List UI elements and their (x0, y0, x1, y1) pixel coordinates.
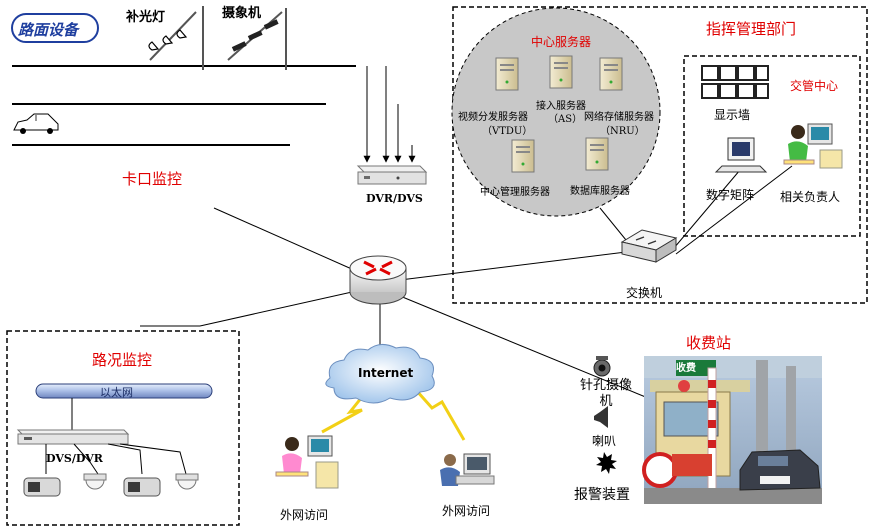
ethernet-label: 以太网 (100, 386, 133, 399)
pinhole-camera-icon (593, 356, 611, 377)
server-icon (495, 57, 519, 91)
camera-label: 摄象机 (222, 6, 262, 21)
server-icon (549, 55, 573, 89)
dvs-label: DVS/DVR (46, 452, 103, 465)
person-in-charge-label: 相关负责人 (780, 190, 841, 204)
box-camera-icon (123, 477, 161, 497)
link-router-road-monitoring (199, 291, 353, 327)
dvr-device-icon (356, 165, 428, 185)
camera-icon (231, 19, 279, 52)
ethernet-bus (35, 383, 213, 399)
switch-label: 交换机 (626, 286, 663, 300)
dvr-label: DVR/DVS (366, 192, 423, 205)
server-name: 接入服务器 (536, 101, 586, 112)
server-icon (585, 137, 609, 171)
road-monitoring-box (6, 330, 240, 526)
internet-cloud-icon (325, 344, 435, 404)
dome-camera-icon (83, 473, 107, 490)
digital-matrix-label: 数字矩阵 (706, 188, 755, 202)
remote-user-left-icon (275, 435, 339, 489)
pinhole-camera-label: 针孔摄像机 (580, 378, 633, 409)
server-icon (511, 139, 535, 173)
wireless-link-left (321, 391, 368, 434)
server-icons (495, 55, 623, 173)
server-name-sub: （VTDU） (482, 126, 533, 137)
toll-station-photo (642, 356, 822, 504)
booth-sign: 收费 (676, 363, 696, 374)
server-cluster-title: 中心服务器 (531, 35, 592, 49)
fill-light-icon (148, 29, 188, 51)
server-name-sub: （NRU） (600, 126, 645, 137)
alarm-icon (596, 452, 617, 474)
link-router-toll (399, 295, 649, 399)
digital-matrix-icon (714, 137, 768, 173)
speaker-label: 喇叭 (592, 434, 617, 448)
speaker-icon (594, 406, 608, 428)
traffic-center-box (683, 55, 861, 237)
alarm-device-label: 报警装置 (574, 487, 630, 503)
box-camera-icon (23, 477, 61, 497)
link-switch-servers (599, 207, 627, 241)
server-icon (599, 57, 623, 91)
display-wall-icon (701, 65, 769, 99)
remote-access-right-label: 外网访问 (442, 504, 491, 518)
display-wall-label: 显示墙 (714, 108, 751, 122)
car-icon (13, 113, 59, 134)
server-name-sub: （AS） (548, 114, 583, 125)
checkpoint-label: 卡口监控 (122, 170, 183, 188)
server-name: 中心管理服务器 (480, 187, 550, 198)
remote-user-right-icon (440, 453, 495, 486)
dvs-device-icon (16, 429, 130, 445)
link-switch-matrix (673, 169, 741, 249)
server-name: 网络存储服务器 (584, 112, 654, 123)
link-router-switch (399, 251, 627, 281)
road-equipment-title: 路面设备 (18, 21, 79, 39)
traffic-center-title: 交管中心 (790, 79, 839, 93)
command-center-title: 指挥管理部门 (706, 20, 797, 38)
light-arm (149, 11, 197, 61)
server-name: 数据库服务器 (570, 186, 630, 197)
road-equipment-title-badge (11, 13, 99, 43)
dome-camera-icon (175, 473, 199, 490)
road-monitoring-title: 路况监控 (92, 351, 153, 369)
command-center-box (452, 6, 868, 304)
fill-light-label: 补光灯 (126, 10, 166, 25)
road-equipment (11, 6, 428, 185)
router-icon (349, 255, 407, 305)
camera-wires (45, 443, 187, 475)
operator-icon (783, 123, 843, 169)
link-checkpoint-router (213, 207, 355, 271)
switch-icon (620, 229, 678, 263)
internet-label: Internet (358, 366, 414, 380)
network-links (140, 165, 793, 399)
toll-station-title: 收费站 (686, 334, 732, 352)
server-name: 视频分发服务器 (458, 112, 528, 123)
wireless-link-right (414, 389, 466, 441)
link-switch-person (675, 165, 793, 255)
remote-access-left-label: 外网访问 (280, 508, 329, 522)
